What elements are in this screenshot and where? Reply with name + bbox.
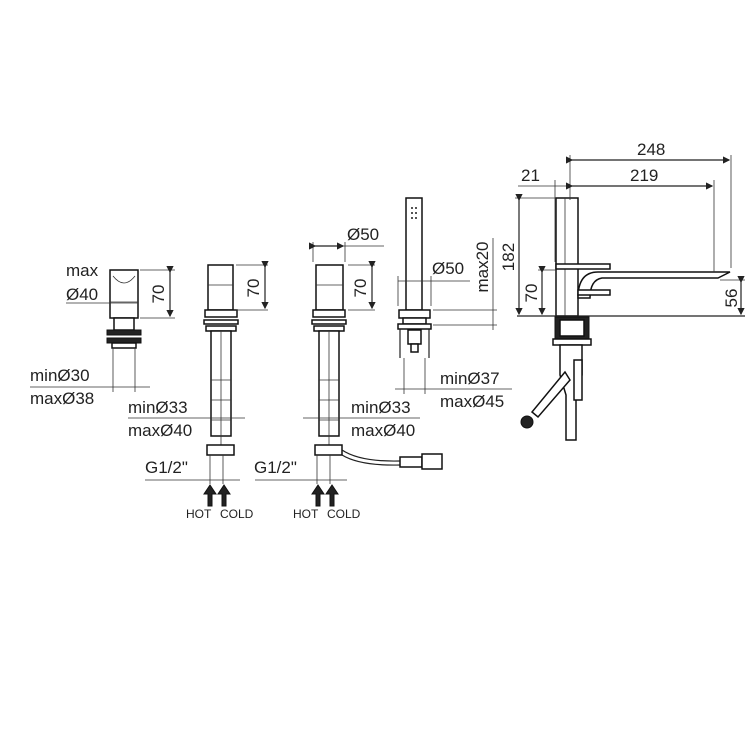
valve2-cold-label: COLD [327,507,361,521]
shower-max-thickness-label: max20 [473,241,492,292]
handle-height-label: 70 [149,285,168,304]
valve2-hot-label: HOT [293,507,319,521]
shower-diameter-label: Ø50 [432,259,464,278]
spout-lever-height-label: 70 [522,284,541,303]
valve1-hot-label: HOT [186,507,212,521]
valve1-min-label: minØ33 [128,398,188,417]
spout-component: 248 21 219 182 70 56 [499,140,745,441]
handle-max-label: max [66,261,99,280]
hot-arrow-icon [203,484,217,507]
handle-diameter-label: Ø40 [66,285,98,304]
spout-total-reach-label: 248 [637,140,665,159]
valve1-thread-label: G1/2" [145,458,188,477]
handle-min-label: minØ30 [30,366,90,385]
spout-outlet-height-label: 56 [722,289,741,308]
cold-arrow-icon [325,484,339,507]
valve2-diameter-label: Ø50 [347,225,379,244]
valve-component-1: 70 minØ33 maxØ40 G1/2" HOT COLD [128,261,269,521]
valve2-min-label: minØ33 [351,398,411,417]
valve2-max-label: maxØ40 [351,421,415,440]
hot-arrow-icon [311,484,325,507]
valve1-cold-label: COLD [220,507,254,521]
shower-min-label: minØ37 [440,369,500,388]
shower-max-label: maxØ45 [440,392,504,411]
valve-component-2: Ø50 70 minØ33 maxØ40 G1/2" HOT COLD [254,225,443,521]
valve1-max-label: maxØ40 [128,421,192,440]
valve1-height-label: 70 [244,279,263,298]
handle-component: 70 max Ø40 minØ30 maxØ38 [30,261,175,408]
hand-shower-component: Ø50 max20 minØ37 maxØ45 [395,197,512,411]
valve2-thread-label: G1/2" [254,458,297,477]
valve2-height-label: 70 [351,279,370,298]
handle-max-dia-label: maxØ38 [30,389,94,408]
spout-height-label: 182 [499,243,518,271]
spout-offset-label: 21 [521,166,540,185]
cold-arrow-icon [217,484,231,507]
spout-reach-label: 219 [630,166,658,185]
